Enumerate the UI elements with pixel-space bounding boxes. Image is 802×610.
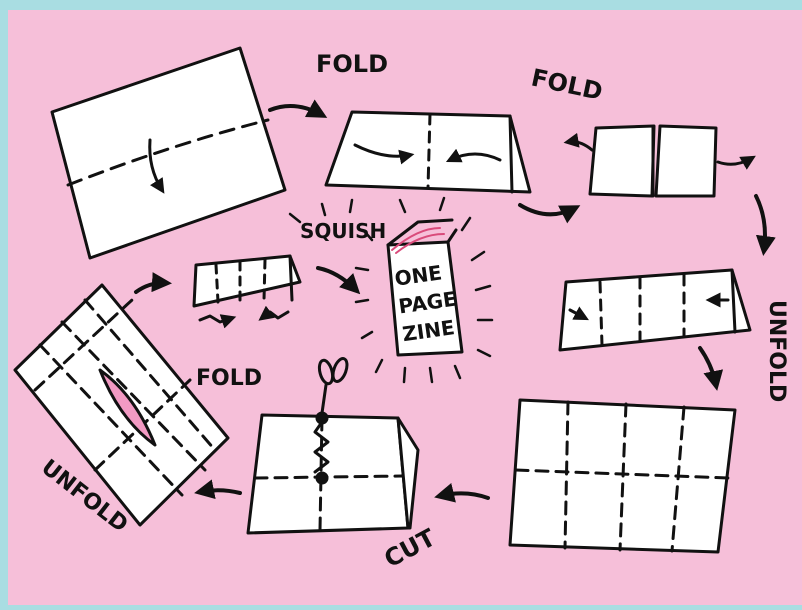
zine-booklet	[386, 218, 464, 357]
step-unfolded-cut	[13, 283, 230, 527]
flow-arrows	[134, 99, 776, 503]
label-unfold-right: UNFOLD	[764, 300, 789, 402]
label-fold-bottom: FOLD	[196, 366, 262, 391]
step-unfolded-tent	[558, 268, 752, 352]
step-long-strip	[192, 254, 302, 329]
squish-marks	[288, 196, 494, 384]
step-folded-quarter	[563, 124, 756, 198]
label-fold-top-left: FOLD	[316, 50, 388, 78]
zine-cover-text: ONE PAGE ZINE	[393, 260, 458, 346]
step-folded-half	[324, 110, 532, 194]
step-flat-sheet	[50, 46, 287, 260]
step-cut	[246, 357, 420, 535]
label-squish: SQUISH	[300, 219, 386, 243]
step-eight-panel-sheet	[508, 398, 737, 554]
